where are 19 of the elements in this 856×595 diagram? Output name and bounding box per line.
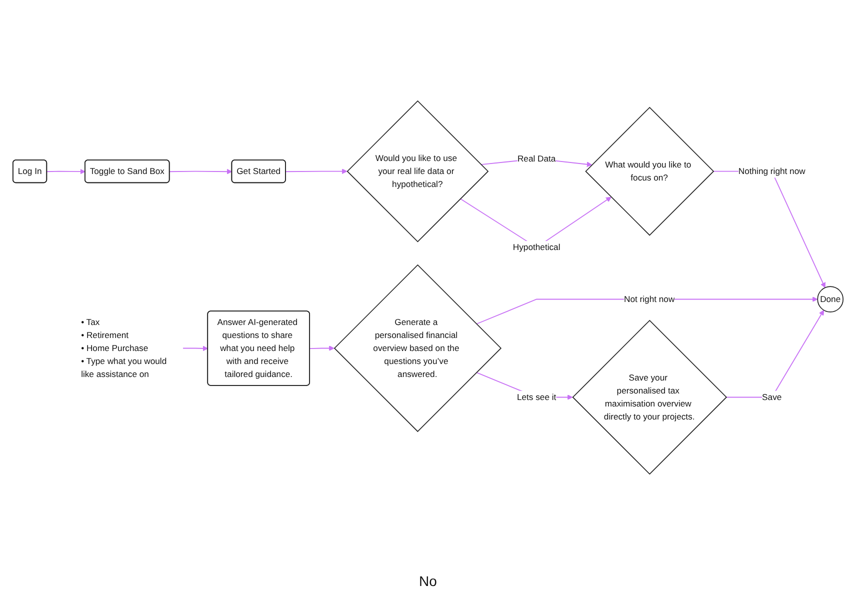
node-diamond: Generate a personalised financial overview based on the questions you’ve answered.: [334, 264, 502, 432]
node-diamond: Save your personalised tax maximisation overview directly to your projects.: [572, 320, 728, 475]
edge-label: Not right now: [624, 294, 675, 304]
edge-label: Real Data: [517, 154, 556, 164]
arrow: [726, 310, 824, 398]
edge-label: Lets see it: [516, 392, 556, 402]
arrow: [46, 168, 86, 174]
node-diamond: Would you like to use your real life data or hypothetical?: [346, 100, 489, 242]
node-diamond: What would you like to focus on?: [585, 106, 714, 236]
note-text: No: [419, 573, 437, 589]
arrow: [309, 346, 334, 351]
edge-label: Nothing right now: [738, 166, 806, 176]
arrow: [169, 168, 232, 174]
arrow: [182, 346, 208, 352]
node-circle: Done: [817, 286, 844, 312]
node-text: • Tax • Retirement • Home Purchase • Type what you would like assistance on: [81, 317, 167, 379]
arrow: [285, 168, 348, 174]
edge-label: Hypothetical: [512, 242, 560, 252]
edge-label: Save: [762, 392, 782, 402]
